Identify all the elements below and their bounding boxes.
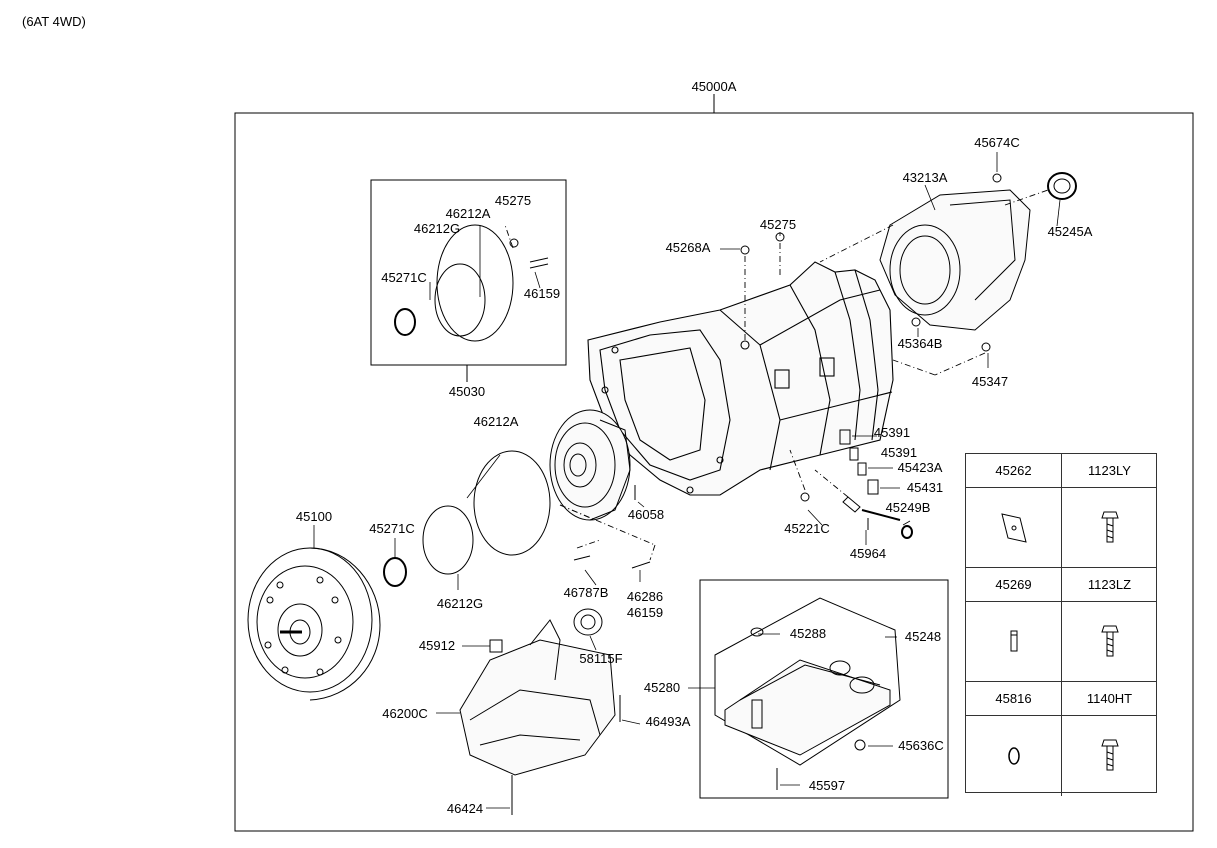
rear-seal-drawing — [1047, 172, 1077, 200]
part-label: 46212G — [414, 221, 460, 236]
part-label: 46212G — [437, 596, 483, 611]
assembly-label: 45000A — [692, 79, 737, 94]
part-label: 46159 — [524, 286, 560, 301]
legend-code: 1140HT — [1062, 682, 1157, 716]
part-label: 46787B — [564, 585, 609, 600]
part-label: 46058 — [628, 507, 664, 522]
gasket-plate-icon — [966, 488, 1062, 568]
part-label: 46286 — [627, 589, 663, 604]
valve-body-drawing — [459, 608, 621, 815]
torque-converter-drawing — [247, 547, 381, 701]
part-label: 45391 — [874, 425, 910, 440]
part-label: 45221C — [784, 521, 830, 536]
part-label: 45423A — [898, 460, 943, 475]
legend-code: 45816 — [966, 682, 1062, 716]
legend-code: 45269 — [966, 568, 1062, 602]
part-label: 45674C — [974, 135, 1020, 150]
small-pin-icon — [966, 602, 1062, 682]
part-label: 45268A — [666, 240, 711, 255]
part-label: 45636C — [898, 738, 944, 753]
seal-45271c-drawing — [383, 557, 407, 587]
part-label: 46212A — [474, 414, 519, 429]
part-label: 45364B — [898, 336, 943, 351]
part-label: 45249B — [886, 500, 931, 515]
flange-bolt-icon — [1062, 602, 1157, 682]
legend-code: 45262 — [966, 454, 1062, 488]
part-label: 45275 — [495, 193, 531, 208]
part-label: 45245A — [1048, 224, 1093, 239]
part-label: 45964 — [850, 546, 886, 561]
kit-box-45030 — [370, 179, 567, 366]
part-label: 45280 — [644, 680, 680, 695]
part-label: 45912 — [419, 638, 455, 653]
o-ring-46212a-drawing — [473, 450, 551, 556]
part-label: 45271C — [381, 270, 427, 285]
part-label: 45100 — [296, 509, 332, 524]
part-label: 45248 — [905, 629, 941, 644]
part-label: 45597 — [809, 778, 845, 793]
part-label: 46212A — [446, 206, 491, 221]
part-label: 45431 — [907, 480, 943, 495]
part-label: 45271C — [369, 521, 415, 536]
part-label: 45288 — [790, 626, 826, 641]
legend-code: 1123LY — [1062, 454, 1157, 488]
part-label: 46159 — [627, 605, 663, 620]
variant-label: (6AT 4WD) — [22, 14, 86, 29]
o-ring-46212g-drawing — [422, 505, 474, 575]
part-label: 45030 — [449, 384, 485, 399]
oil-pan-drawing — [714, 597, 901, 790]
extension-housing-drawing — [879, 173, 1031, 331]
legend-code: 1123LZ — [1062, 568, 1157, 602]
part-label: 58115F — [579, 651, 622, 666]
kit-box-45280 — [699, 579, 949, 799]
part-label: 45347 — [972, 374, 1008, 389]
flange-bolt-icon — [1062, 488, 1157, 568]
part-label: 46200C — [382, 706, 428, 721]
transmission-case-drawing — [587, 261, 894, 496]
part-label: 46493A — [646, 714, 691, 729]
part-label: 45275 — [760, 217, 796, 232]
part-label: 45391 — [881, 445, 917, 460]
part-label: 43213A — [903, 170, 948, 185]
flange-bolt-icon — [1062, 716, 1157, 796]
o-ring-icon — [966, 716, 1062, 796]
part-label: 46424 — [447, 801, 483, 816]
oil-pump-drawing — [549, 409, 631, 521]
